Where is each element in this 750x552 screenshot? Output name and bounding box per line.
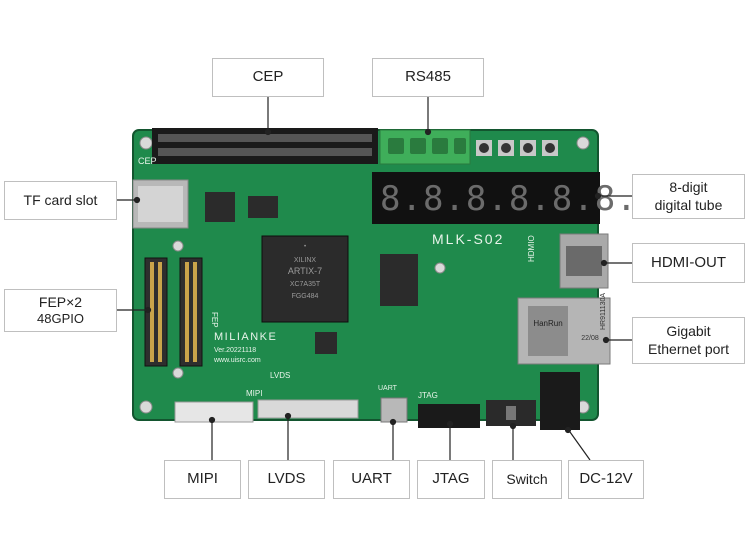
svg-text:XC7A35T: XC7A35T	[290, 281, 321, 288]
label-lvds-text: LVDS	[267, 470, 306, 488]
label-dc-12v-text: DC-12V	[579, 470, 633, 488]
label-cep-text: CEP	[252, 68, 284, 86]
uart-port	[380, 397, 408, 423]
svg-text:CEP: CEP	[138, 156, 157, 166]
label-ethernet: Gigabit Ethernet port	[632, 317, 745, 364]
svg-text:•: •	[304, 244, 306, 250]
leader-lines	[117, 97, 632, 461]
label-tf-card: TF card slot	[4, 181, 117, 220]
label-ethernet-line1: Gigabit	[666, 323, 711, 339]
svg-text:www.uisrc.com: www.uisrc.com	[213, 357, 261, 364]
svg-text:UART: UART	[378, 385, 398, 392]
svg-text:22/08: 22/08	[581, 335, 599, 342]
label-switch: Switch	[492, 460, 562, 499]
label-ethernet-line2: Ethernet port	[648, 340, 729, 357]
lvds-connector	[257, 399, 359, 419]
svg-text:HanRun: HanRun	[533, 319, 562, 328]
svg-text:HDMIO: HDMIO	[527, 235, 536, 262]
label-mipi: MIPI	[164, 460, 241, 499]
cep-header	[152, 128, 378, 164]
label-tf-card-text: TF card slot	[23, 191, 98, 208]
svg-text:FGG484: FGG484	[292, 293, 319, 300]
label-digital-tube-line2: digital tube	[654, 196, 723, 213]
svg-text:HR911130A: HR911130A	[600, 293, 607, 330]
board-model: MLK-S02	[432, 231, 504, 247]
label-uart: UART	[333, 460, 410, 499]
svg-text:ARTIX-7: ARTIX-7	[288, 266, 322, 276]
label-hdmi-out-text: HDMI-OUT	[651, 253, 726, 271]
digital-tube	[372, 172, 600, 224]
mount-hole	[139, 400, 153, 414]
label-rs485-text: RS485	[405, 68, 451, 86]
label-fep: FEP×2 48GPIO	[4, 289, 117, 332]
label-digital-tube: 8-digit digital tube	[632, 174, 745, 219]
mount-hole	[139, 136, 153, 150]
label-uart-text: UART	[351, 470, 392, 488]
push-buttons	[476, 140, 558, 156]
memory-chip	[380, 254, 418, 306]
svg-text:LVDS: LVDS	[270, 371, 290, 380]
fep-connector-2	[179, 257, 203, 367]
mount-hole	[576, 136, 590, 150]
svg-text:XILINX: XILINX	[294, 257, 317, 264]
label-mipi-text: MIPI	[187, 470, 218, 488]
dc-jack	[540, 372, 580, 430]
label-fep-line2: 48GPIO	[37, 311, 84, 327]
label-hdmi-out: HDMI-OUT	[632, 243, 745, 283]
label-fep-line1: FEP×2	[38, 293, 83, 310]
label-jtag-text: JTAG	[432, 470, 470, 488]
label-rs485: RS485	[372, 58, 484, 97]
svg-text:FEP: FEP	[210, 312, 219, 328]
label-switch-text: Switch	[506, 470, 548, 487]
label-lvds: LVDS	[248, 460, 325, 499]
svg-text:MIPI: MIPI	[246, 389, 262, 398]
svg-text:Ver.20221118: Ver.20221118	[214, 347, 256, 354]
board-brand: MILIANKE	[214, 331, 277, 343]
label-cep: CEP	[212, 58, 324, 97]
fpga-chip	[261, 235, 349, 323]
svg-text:JTAG: JTAG	[418, 391, 438, 400]
label-jtag: JTAG	[417, 460, 485, 499]
label-digital-tube-line1: 8-digit	[669, 179, 708, 195]
label-dc-12v: DC-12V	[568, 460, 644, 499]
